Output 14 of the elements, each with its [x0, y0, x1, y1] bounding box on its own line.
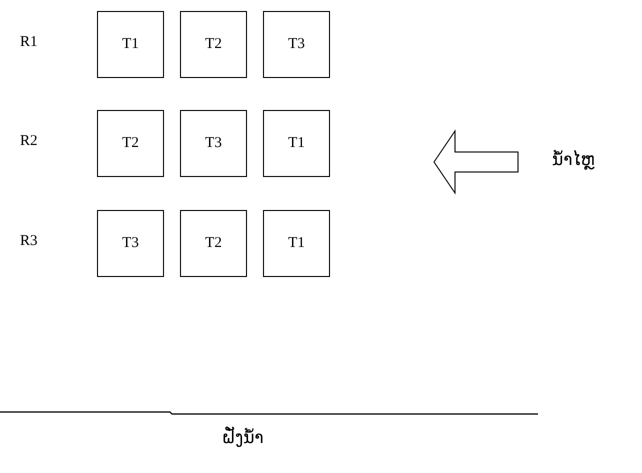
row-label: R3: [20, 233, 38, 250]
plot-box: T1: [263, 210, 330, 277]
row-label: R1: [20, 34, 38, 51]
plot-box: T1: [263, 110, 330, 177]
plot-box: T3: [263, 11, 330, 78]
plot-box: T2: [180, 210, 247, 277]
plot-box: T2: [97, 110, 164, 177]
plot-box: T3: [180, 110, 247, 177]
plot-box: T3: [97, 210, 164, 277]
plot-box: T1: [97, 11, 164, 78]
plot-box: T2: [180, 11, 247, 78]
row-label: R2: [20, 133, 38, 150]
flow-label: ນ້ຳໄຫຼ: [552, 150, 595, 170]
bank-label: ຝັ່ງນ້ຳ: [222, 428, 264, 448]
